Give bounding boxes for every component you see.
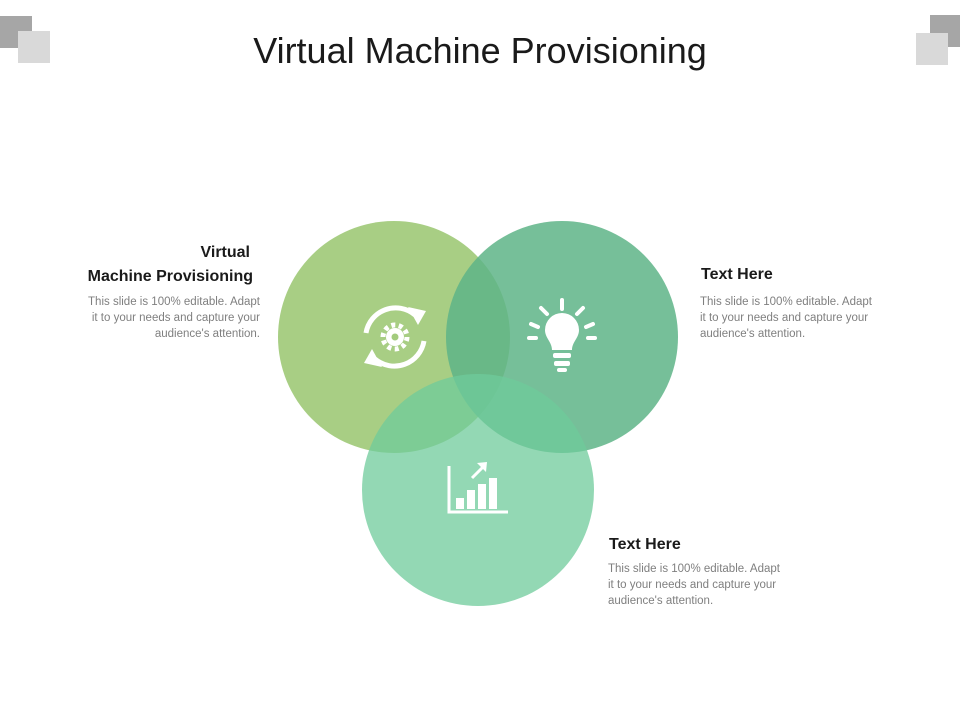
left-block-body-line3: audience's attention. [154,328,260,340]
left-block-heading-line1: Virtual [200,244,251,261]
bottom-block-heading: Text Here [609,536,681,553]
bottom-block-body-line2: it to your needs and capture your [608,579,777,591]
bottom-block-body: This slide is 100% editable. Adapt it to… [608,561,813,609]
bottom-block-body-line3: audience's attention. [608,595,714,607]
right-block-body-line1: This slide is 100% editable. Adapt [700,296,872,308]
bar-chart-growth-icon [447,462,508,514]
bottom-block-body-line1: This slide is 100% editable. Adapt [608,563,780,575]
gear-refresh-icon [363,305,427,369]
left-block-body-line2: it to your needs and capture your [91,312,260,324]
lightbulb-icon [527,298,597,372]
right-block-heading: Text Here [701,266,773,283]
corner-square-top-right-light [916,33,948,65]
left-block-heading-line2: Machine Provisioning [87,268,253,285]
right-block-body-line3: audience's attention. [700,328,806,340]
left-block-body-line1: This slide is 100% editable. Adapt [88,296,260,308]
page-title: Virtual Machine Provisioning [253,30,707,71]
corner-square-top-left-light [18,31,50,63]
right-block-body: This slide is 100% editable. Adapt it to… [700,294,905,342]
left-block-body: This slide is 100% editable. Adapt it to… [55,294,260,342]
right-block-body-line2: it to your needs and capture your [700,312,869,324]
